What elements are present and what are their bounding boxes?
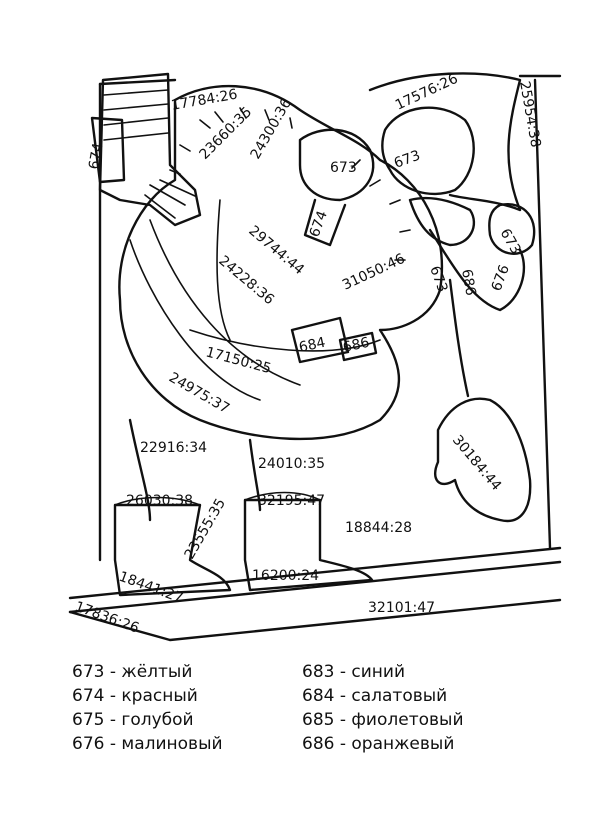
- label-26030-38: 26030:38: [126, 493, 193, 509]
- label-686-beard: 686: [458, 268, 478, 297]
- belt-tag: [290, 316, 350, 364]
- santa-hat: [368, 72, 522, 212]
- label-673-mitten: 673: [330, 160, 357, 176]
- coat-fur-trim: [129, 199, 381, 401]
- label-676: 676: [489, 263, 513, 294]
- right-leg: [248, 438, 262, 512]
- legend-entry: 683 - синий: [302, 662, 405, 682]
- label-32195-47: 32195:47: [258, 493, 325, 509]
- mitten-cuff: [303, 198, 347, 247]
- belt-buckle: [338, 331, 378, 362]
- label-673-face: 673: [392, 148, 423, 172]
- left-leg: [128, 418, 152, 522]
- pompom: [488, 203, 536, 255]
- label-16200-24: 16200:24: [252, 568, 319, 584]
- hanging-mitten: [433, 397, 532, 523]
- label-24300-36: 24300:36: [248, 96, 295, 162]
- label-31050-46: 31050:46: [340, 251, 408, 294]
- label-18844-28: 18844:28: [345, 520, 412, 536]
- color-legend-right: 683 - синий 684 - салатовый 685 - фиолет…: [302, 660, 464, 756]
- santa-hand: [408, 196, 476, 247]
- label-17784-26: 17784:26: [170, 87, 239, 114]
- mitten-string: [448, 278, 470, 398]
- legend-entry: 676 - малиновый: [72, 734, 223, 754]
- coat-hatching: [169, 107, 411, 261]
- beard: [428, 228, 526, 312]
- label-29744-44: 29744:44: [245, 223, 307, 278]
- right-boot: [243, 498, 374, 592]
- label-24228-36: 24228:36: [215, 253, 277, 308]
- label-22916-34: 22916:34: [140, 440, 207, 456]
- label-684-tag: 684: [298, 335, 328, 356]
- floor-side-edge: [68, 598, 562, 642]
- label-686-buckle: 686: [342, 335, 372, 356]
- santa-mitten-left: [298, 128, 375, 202]
- label-674-stocking: 674: [86, 142, 106, 171]
- legend-entry: 685 - фиолетовый: [302, 710, 464, 730]
- label-32101-47: 32101:47: [368, 600, 435, 616]
- label-24010-35: 24010:35: [258, 456, 325, 472]
- color-legend-left: 673 - жёлтый 674 - красный 675 - голубой…: [72, 660, 223, 756]
- label-23660-35: 23660:35: [197, 104, 256, 163]
- legend-entry: 684 - салатовый: [302, 686, 448, 706]
- legend-entry: 674 - красный: [72, 686, 198, 706]
- santa-face: [381, 106, 475, 196]
- label-24975-37: 24975:37: [166, 370, 232, 417]
- legend-entry: 673 - жёлтый: [72, 662, 193, 682]
- stocking-stripes: [103, 89, 196, 219]
- label-673-hand: 673: [426, 264, 450, 295]
- legend-entry: 686 - оранжевый: [302, 734, 455, 754]
- right-wall-line: [533, 78, 552, 550]
- stocking-heel: [90, 116, 126, 184]
- label-18441-27: 18441:27: [117, 569, 186, 607]
- label-17836-26: 17836:26: [73, 599, 142, 637]
- legend-entry: 675 - голубой: [72, 710, 194, 730]
- top-wall-line: [98, 74, 562, 86]
- label-25954-38: 25954:38: [516, 80, 543, 149]
- striped-stocking: [98, 72, 202, 227]
- floor-front-edge: [68, 546, 562, 614]
- boot-fur: [114, 491, 321, 506]
- left-boot: [113, 503, 232, 597]
